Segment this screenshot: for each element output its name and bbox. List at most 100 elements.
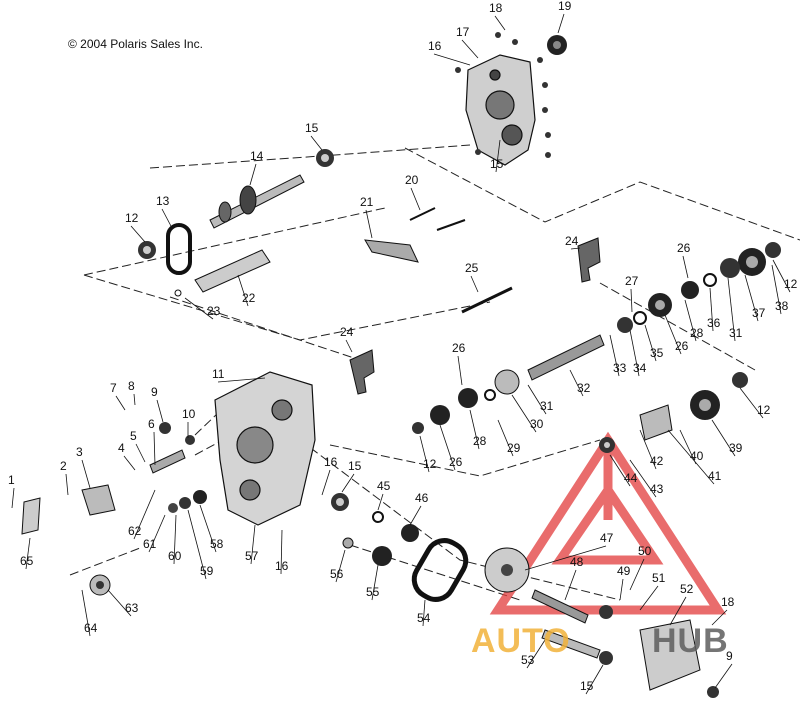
callout-5: 5 [130,429,137,443]
callout-leader-8 [133,393,136,406]
callout-leader-32 [569,369,584,397]
gear-39 [690,390,720,420]
small-gears-58-61 [168,490,207,513]
gear-46 [401,524,419,542]
callout-leader-52 [669,596,687,626]
callout-leader-15 [310,135,323,151]
callout-leader-19 [557,13,565,34]
callout-12b: 12 [757,403,771,417]
callout-26b: 26 [449,455,463,469]
callout-leader-12b [739,387,764,419]
callout-leader-36 [709,287,714,332]
gear-stack-upper [617,242,781,333]
callout-53: 53 [521,653,535,667]
seal-9 [159,422,171,434]
seal-9-lower [707,686,719,698]
callout-leader-64 [81,589,91,637]
callout-37: 37 [752,306,766,320]
callout-25: 25 [465,261,479,275]
callout-1: 1 [8,473,15,487]
callout-29: 29 [507,441,521,455]
callout-leader-23 [184,297,214,320]
callout-leader-17 [461,39,479,59]
main-case-57 [214,371,316,526]
callout-61: 61 [143,537,157,551]
seal-10 [185,435,195,445]
callout-13: 13 [156,194,170,208]
callout-21: 21 [360,195,374,209]
callout-leader-15b [585,664,604,695]
callout-34: 34 [633,361,647,375]
watermark-text-a: AUTO [471,622,571,660]
bearing-12-left [138,241,156,259]
callout-38: 38 [775,299,789,313]
chain-54 [411,538,469,602]
callout-64: 64 [84,621,98,635]
callout-31b: 31 [729,326,743,340]
callout-leader-30 [511,394,537,433]
callout-leader-12 [130,225,146,243]
callout-15c: 15 [348,459,362,473]
shaft-53 [541,629,601,659]
callout-32: 32 [577,381,591,395]
bracket-21 [364,239,419,263]
callout-leader-62 [133,489,156,540]
callout-leader-55 [371,564,379,601]
callout-60: 60 [168,549,182,563]
callout-leader-35 [644,324,657,362]
callout-28: 28 [473,434,487,448]
callout-3: 3 [76,445,83,459]
callout-56: 56 [330,567,344,581]
callout-leader-58 [199,504,217,553]
callout-leader-50 [629,558,645,591]
callout-leader-11 [217,377,266,383]
callout-leader-45 [377,493,384,511]
callout-leader-12c [419,435,430,473]
callout-12c: 12 [423,457,437,471]
callout-leader-9 [156,399,164,423]
spacer-56 [342,537,354,549]
callout-leader-24b [345,339,353,353]
callout-15b: 15 [580,679,594,693]
callout-26c: 26 [675,339,689,353]
callout-14: 14 [250,149,264,163]
callout-leader-5 [135,443,146,463]
callout-15d: 15 [490,157,504,171]
callout-leader-27 [630,288,633,313]
callout-24: 24 [565,234,579,248]
gear-19 [547,35,567,55]
callout-leader-15d [495,139,501,173]
callout-leader-13 [161,208,173,229]
callout-leader-2 [65,473,69,496]
callout-leader-26d [682,255,689,279]
callout-28b: 28 [690,326,704,340]
callout-47: 47 [600,531,614,545]
callout-19: 19 [558,0,572,13]
callout-leader-14 [249,163,257,186]
callout-26: 26 [452,341,466,355]
callout-leader-16c [280,529,283,575]
shaft-32 [527,334,605,381]
callout-leader-18b [711,609,728,626]
side-cover-part [465,54,536,166]
callout-leader-33 [609,334,620,377]
callout-31: 31 [540,399,554,413]
callout-leader-25 [470,275,479,293]
callout-43: 43 [650,482,664,496]
shift-fork-24 [349,237,601,395]
shaft-22 [194,249,271,293]
callout-18: 18 [489,1,503,15]
callout-22: 22 [242,291,256,305]
callout-leader-38 [771,264,782,315]
callout-9: 9 [151,385,158,399]
chain-13 [166,223,192,275]
callout-leader-18 [494,15,506,31]
callout-12d: 12 [784,277,798,291]
callout-51: 51 [652,571,666,585]
callout-leader-28b [684,299,697,342]
callout-leader-7 [115,395,126,411]
callout-leader-4 [123,455,136,471]
callout-leader-20 [410,187,421,211]
bearing-12-right [732,372,748,388]
